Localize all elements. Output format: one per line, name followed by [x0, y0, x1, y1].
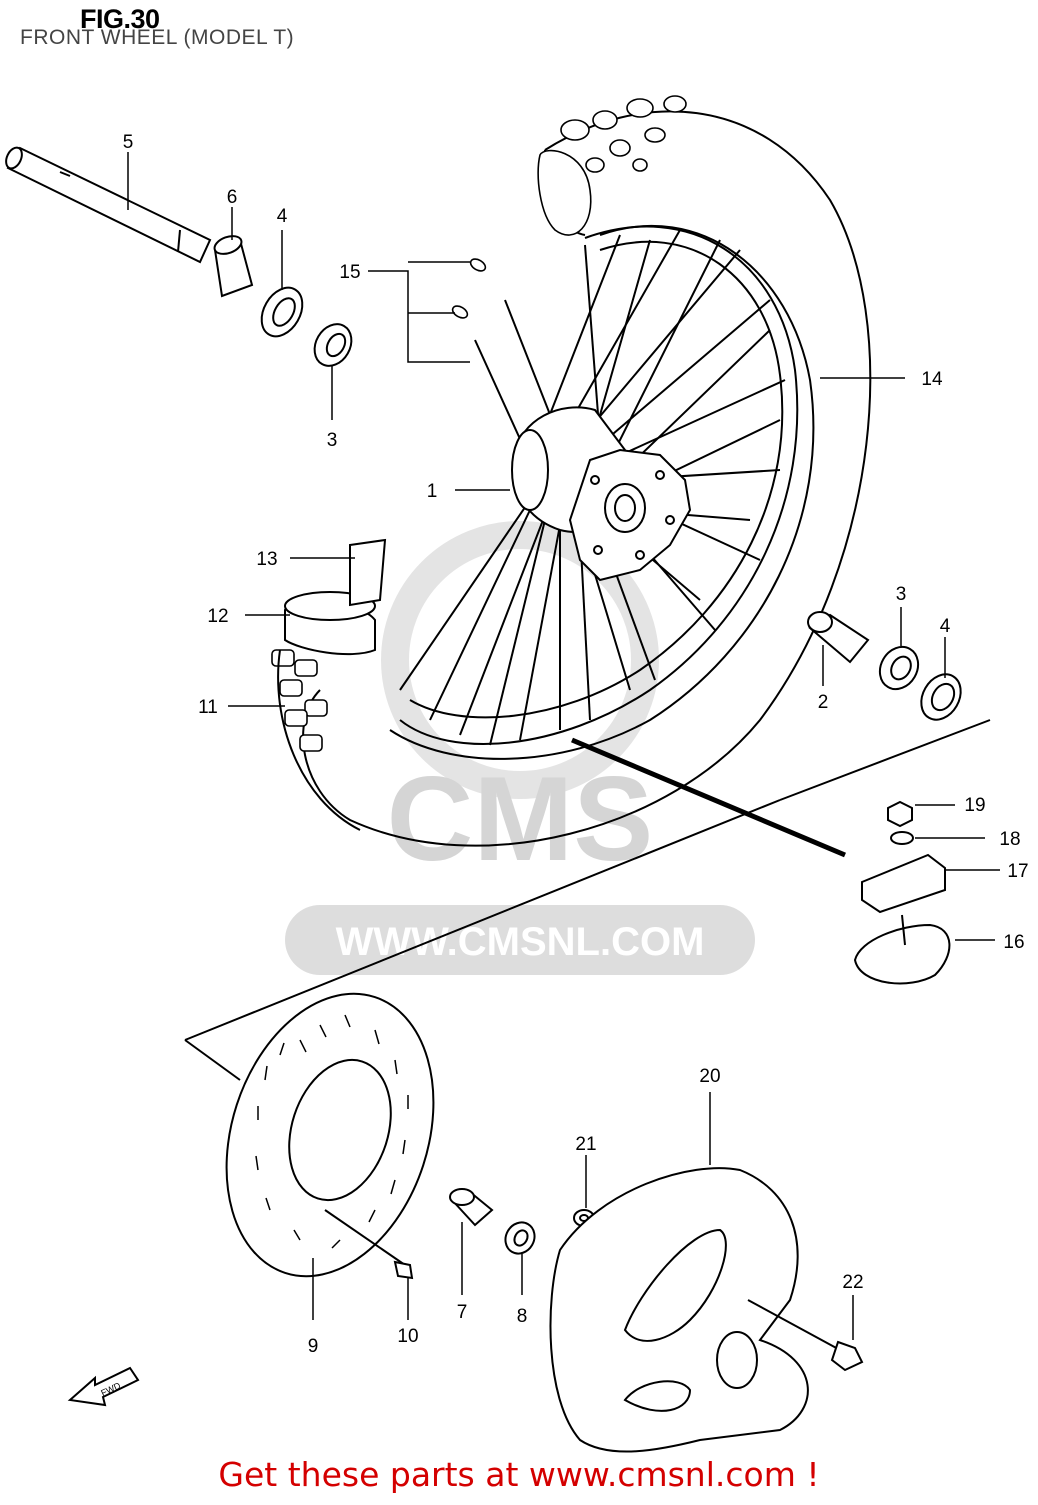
callout-2: 2	[818, 692, 829, 713]
watermark-brand: CMS	[387, 752, 654, 886]
callout-18: 18	[999, 829, 1020, 850]
watermark-url: WWW.CMSNL.COM	[336, 920, 705, 964]
brake-disc-holes	[255, 1014, 409, 1249]
cms-watermark: CMS WWW.CMSNL.COM	[285, 521, 755, 975]
fwd-arrow-icon: FWD	[67, 1366, 140, 1407]
callout-20: 20	[699, 1066, 720, 1087]
callout-17: 17	[1007, 861, 1028, 882]
footer-cta: Get these parts at www.cmsnl.com !	[0, 1455, 1038, 1494]
callout-4-right: 4	[940, 616, 951, 637]
right-spacer-parts	[807, 611, 962, 721]
rim-band-part	[284, 538, 387, 656]
bolt-22-part	[747, 1299, 864, 1372]
bearing-top-part	[313, 323, 353, 367]
callout-7: 7	[457, 1302, 468, 1323]
footer-suffix: !	[795, 1455, 820, 1494]
callout-22: 22	[842, 1272, 863, 1293]
collar-part	[213, 235, 254, 298]
callout-11: 11	[198, 697, 218, 718]
disc-bolt-part	[324, 1209, 414, 1280]
brake-disc-part	[225, 992, 435, 1278]
disc-cover-part	[549, 1167, 809, 1453]
footer-link[interactable]: www.cmsnl.com	[528, 1455, 796, 1494]
callout-1: 1	[427, 481, 438, 502]
callout-21: 21	[575, 1134, 596, 1155]
callout-19: 19	[964, 795, 985, 816]
nipples-part	[451, 258, 487, 319]
spokes-part	[399, 229, 786, 746]
callout-14: 14	[921, 369, 943, 390]
callout-10: 10	[397, 1326, 418, 1347]
callout-8: 8	[517, 1306, 528, 1327]
oil-seal-top-part	[260, 286, 304, 338]
callout-12: 12	[207, 606, 228, 627]
callout-5: 5	[123, 132, 134, 153]
axle-part	[5, 146, 212, 264]
figure-subtitle: FRONT WHEEL (MODEL T)	[20, 26, 295, 49]
callout-6: 6	[227, 187, 238, 208]
callout-13: 13	[256, 549, 277, 570]
callout-3-right: 3	[896, 584, 907, 605]
footer-prefix: Get these parts at	[218, 1455, 529, 1494]
callout-3-top: 3	[327, 430, 338, 451]
disc-spacer-parts	[449, 1188, 536, 1255]
callout-16: 16	[1003, 932, 1024, 953]
rim-lock-parts	[853, 800, 951, 985]
callout-labels: 5 6 4 3 15 1 13 12 11 14 2 3 4 19 18 17 …	[123, 132, 1029, 1357]
callout-4-top: 4	[277, 206, 288, 227]
callout-15: 15	[339, 262, 360, 283]
leader-lines	[127, 152, 1000, 1340]
tube-knobs	[271, 649, 328, 752]
callout-9: 9	[308, 1336, 319, 1357]
assembly-axis-lines	[184, 719, 991, 1081]
hub-part	[511, 406, 692, 582]
rim-part	[399, 225, 799, 745]
figure-title: FIG.30	[80, 4, 160, 34]
tire-knobs-top	[537, 95, 687, 236]
